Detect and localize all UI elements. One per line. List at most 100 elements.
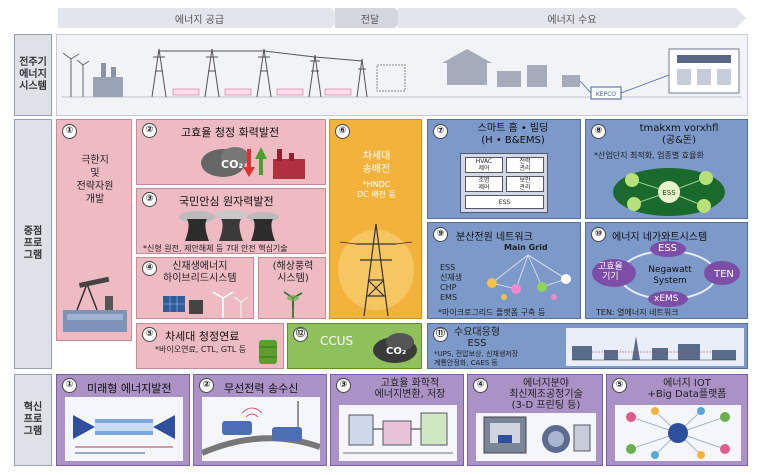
innovation-1-future-power: ① 미래형 에너지발전: [56, 374, 190, 466]
svg-text:CO₂: CO₂: [221, 158, 243, 171]
innovation-3-chemical-storage: ③ 고효율 화학적 에너지변환, 저장: [330, 374, 464, 466]
focus-5-note: *바이오연료, CTL, GTL 등: [155, 345, 247, 354]
system-diagram: KEPCO: [56, 34, 748, 116]
main-grid-label: Main Grid: [504, 243, 548, 252]
focus-6-transmission: ⑥ 차세대 송배전 *HNDC DC 배전 등: [329, 119, 422, 319]
focus-12-title: CCUS: [320, 334, 354, 348]
network-legend: ESS 신재생 CHP EMS: [440, 263, 480, 303]
industrial-center-label: ESS: [662, 189, 676, 197]
ccus-co2-icon: CO₂: [373, 333, 417, 363]
focus-4-title: 신재생에너지 하이브리드시스템: [163, 261, 237, 284]
ess-grid-illustration: [566, 328, 744, 366]
innovation-1-title: 미래형 에너지발전: [87, 382, 172, 395]
focus-8-industrial-complex: ⑧ tmakxm vorxhfl (공&돈) *산업단지 최적화, 업종별 효율…: [585, 119, 748, 219]
row-label-focus: 중점 프로 그램: [14, 119, 52, 369]
innovation-2-title: 무선전력 송수신: [224, 382, 299, 395]
focus-7-smart-home: ⑦ 스마트 홈 • 빌딩 (H • B&EMS) HVAC 제어 전력 관리 조…: [427, 119, 581, 219]
renewable-icons: [163, 291, 249, 318]
focus-2-number: ②: [142, 123, 157, 138]
focus-8-title: tmakxm vorxhfl (공&돈): [639, 123, 719, 146]
focus-5-number: ⑤: [142, 327, 157, 342]
innovation-2-number: ②: [199, 378, 214, 393]
fuel-barrel-icon: [259, 340, 277, 364]
focus-10-note: TEN: 열에너지 네트워크: [596, 308, 679, 317]
innovation-4-number: ④: [473, 378, 488, 393]
innovation-4-title: 에너지분야 최신제조공정기술 (3-D 프린팅 등): [509, 378, 583, 411]
focus-8-number: ⑧: [591, 124, 606, 139]
panel-cell-security: 보안 관리: [506, 176, 544, 192]
focus-3-number: ③: [142, 192, 157, 207]
row-label-innovation-text: 혁신 프로 그램: [23, 402, 43, 437]
innovation-2-wireless-power: ② 무선전력 송수신: [193, 374, 327, 466]
focus-9-number: ⑨: [433, 227, 448, 242]
innovation-5-number: ⑤: [612, 378, 627, 393]
focus-4b-offshore-wind: (해상풍력 시스템): [258, 257, 326, 319]
focus-6-title: 차세대 송배전: [362, 151, 391, 175]
innovation-1-number: ①: [62, 378, 77, 393]
ccus-co2-text: CO₂: [386, 346, 406, 357]
focus-10-title: 에너지 네가와트시스템: [612, 232, 708, 243]
row-label-system-text: 전주기 에너지 시스템: [19, 57, 47, 92]
innovation-5-iot-bigdata: ⑤ 에너지 IOT +Big Data플랫폼: [606, 374, 748, 466]
focus-2-thermal-power: ② 고효율 청정 화력발전 CO₂: [136, 119, 326, 185]
future-power-illustration: [65, 397, 183, 461]
microgrid-network-icon: [487, 254, 571, 300]
panel-cell-power: 전력 관리: [506, 157, 544, 173]
negawatt-center: Negawatt System: [648, 265, 692, 286]
oil-pump-icon: [63, 276, 127, 332]
focus-11-demand-ess: ⑪ 수요대응형 ESS *UPS, 전압보상, 신재생저장 계통안정화, CAE…: [427, 323, 748, 369]
focus-5-title: 차세대 청정연료: [165, 330, 240, 343]
focus-10-negawatt: ⑩ 에너지 네가와트시스템 ESS 고효율 기기 Negawatt System…: [585, 222, 748, 319]
negawatt-ess: ESS: [658, 243, 678, 254]
3d-printer-illustration: [476, 413, 596, 461]
focus-4-renewable-hybrid: ④ 신재생에너지 하이브리드시스템: [136, 257, 254, 319]
header-transfer-label: 전달: [360, 14, 380, 26]
row-label-innovation: 혁신 프로 그램: [14, 374, 52, 466]
system-diagram-illustration: KEPCO: [62, 48, 742, 100]
panel-cell-hvac: HVAC 제어: [465, 157, 503, 173]
focus-1-title: 극한지 및 전략자원 개발: [76, 155, 114, 205]
legend-ess: ESS: [440, 263, 456, 272]
row-label-focus-text: 중점 프로 그램: [23, 226, 43, 261]
focus-10-number: ⑩: [591, 227, 606, 242]
negawatt-ten: TEN: [714, 269, 734, 280]
header-supply: 에너지 공급: [58, 8, 341, 28]
focus-11-title: 수요대응형 ESS: [454, 327, 500, 349]
legend-chp: CHP: [440, 283, 457, 292]
panel-cell-light: 조명 제어: [465, 176, 503, 192]
wireless-power-illustration: [202, 397, 320, 461]
focus-9-title: 분산전원 네트워크: [456, 232, 533, 243]
header-demand: 에너지 수요: [398, 8, 746, 28]
industrial-network-icon: ESS: [613, 168, 725, 216]
iot-network-illustration: [615, 405, 741, 461]
focus-9-note: *마이크로그리드 플랫폼 구축 등: [438, 308, 546, 317]
co2-cloud-icon: CO₂: [201, 147, 305, 179]
negawatt-diagram-icon: [592, 241, 740, 307]
header-transfer: 전달: [335, 8, 405, 28]
row-label-system: 전주기 에너지 시스템: [14, 34, 52, 116]
panel-cell-ess: ESS: [465, 195, 544, 209]
innovation-4-3d-printing: ④ 에너지분야 최신제조공정기술 (3-D 프린팅 등): [467, 374, 603, 466]
focus-5-clean-fuel: ⑤ 차세대 청정연료 *바이오연료, CTL, GTL 등: [136, 323, 284, 369]
focus-8-note: *산업단지 최적화, 업종별 효율화: [594, 151, 704, 160]
focus-6-number: ⑥: [335, 124, 350, 139]
cooling-tower-icon: [179, 210, 279, 241]
innovation-3-title: 고효율 화학적 에너지변환, 저장: [374, 378, 446, 400]
focus-3-title: 국민안심 원자력발전: [179, 195, 274, 208]
focus-7-title: 스마트 홈 • 빌딩 (H • B&EMS): [477, 123, 549, 146]
focus-12-ccus: ⑫ CCUS CO₂: [287, 323, 422, 369]
legend-ems: EMS: [440, 293, 458, 302]
header-supply-label: 에너지 공급: [174, 14, 225, 26]
focus-11-note: *UPS, 전압보상, 신재생저장 계통안정화, CAES 등: [434, 350, 519, 367]
focus-2-title: 고효율 청정 화력발전: [181, 126, 280, 139]
offshore-wind-icon: [283, 291, 303, 318]
negawatt-efficient-device: 고효율 기기: [598, 262, 623, 282]
header-demand-label: 에너지 수요: [547, 14, 597, 26]
legend-renewable: 신재생: [440, 273, 463, 282]
svg-text:KEPCO: KEPCO: [596, 91, 617, 98]
focus-1-extreme-resources: ① 극한지 및 전략자원 개발: [56, 119, 132, 341]
focus-4-number: ④: [142, 261, 157, 276]
innovation-5-title: 에너지 IOT +Big Data플랫폼: [647, 378, 727, 400]
innovation-3-number: ③: [336, 378, 351, 393]
transmission-tower-icon: [338, 223, 414, 316]
